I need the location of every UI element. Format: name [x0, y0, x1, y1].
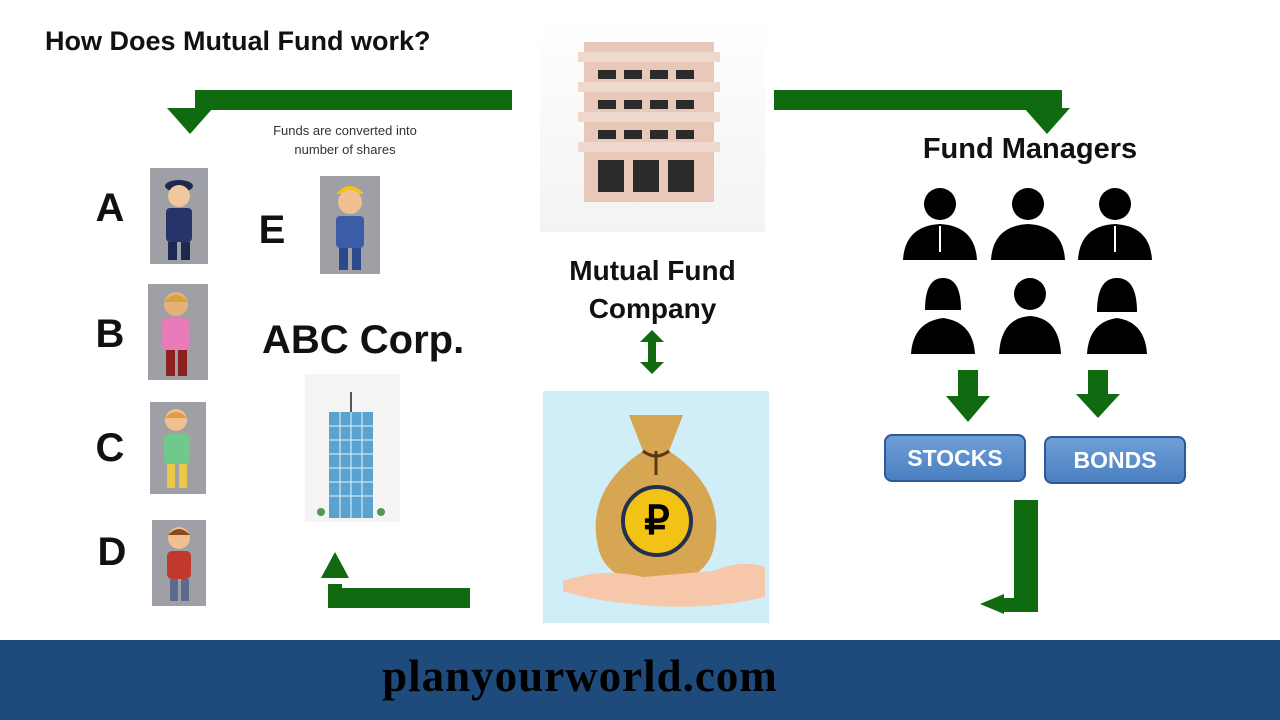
investor-label-d: D: [97, 530, 127, 574]
footer-bar: [0, 640, 1280, 720]
building-icon: [578, 42, 720, 202]
investor-label-a: A: [95, 186, 125, 230]
page-title: How Does Mutual Fund work?: [45, 26, 431, 56]
manager-silhouette-icon: [1087, 278, 1147, 354]
office-building-image: [540, 14, 765, 232]
manager-silhouette-icon: [999, 278, 1061, 354]
arrow-right-down-icon: [774, 90, 1070, 134]
arrow-return-icon: [980, 500, 1038, 614]
manager-silhouette-icon: [911, 278, 975, 354]
money-bag-icon: [563, 415, 765, 607]
double-arrow-icon: [640, 330, 664, 374]
investor-b-image: [148, 284, 208, 380]
investor-label-c: C: [95, 426, 125, 470]
ruble-symbol: ₽: [644, 499, 670, 543]
money-bag-panel: ₽: [543, 391, 769, 623]
stocks-button: STOCKS: [884, 434, 1026, 482]
investor-a-image: [150, 168, 208, 264]
conversion-caption: Funds are converted into number of share…: [273, 123, 417, 157]
arrow-up-to-company-icon: [321, 552, 470, 608]
man-red-vest-icon: [167, 527, 191, 601]
arrow-left-down-icon: [167, 90, 512, 134]
company-name: ABC Corp.: [262, 318, 465, 362]
bonds-button: BONDS: [1044, 436, 1186, 484]
footer-website: planyourworld.com: [382, 651, 778, 701]
fund-managers-label: Fund Managers: [922, 133, 1138, 165]
skyscraper-image: [305, 374, 400, 522]
arrow-down-stocks-icon: [946, 370, 990, 422]
fund-managers-icons: [903, 188, 1152, 354]
investor-d-image: [152, 520, 206, 606]
man-pink-shirt-icon: [162, 292, 190, 376]
man-green-shirt-icon: [164, 409, 190, 488]
construction-worker-icon: [336, 186, 364, 270]
fund-company-label: Mutual Fund Company: [569, 255, 736, 324]
arrow-down-bonds-icon: [1076, 370, 1120, 418]
investor-label-b: B: [95, 312, 125, 356]
investor-e-image: [320, 176, 380, 274]
manager-silhouette-icon: [1078, 188, 1152, 260]
manager-silhouette-icon: [903, 188, 977, 260]
investor-c-image: [150, 402, 206, 494]
investor-label-e: E: [258, 208, 286, 252]
police-officer-icon: [165, 180, 193, 260]
skyscraper-icon: [317, 392, 385, 518]
manager-silhouette-icon: [991, 188, 1065, 260]
